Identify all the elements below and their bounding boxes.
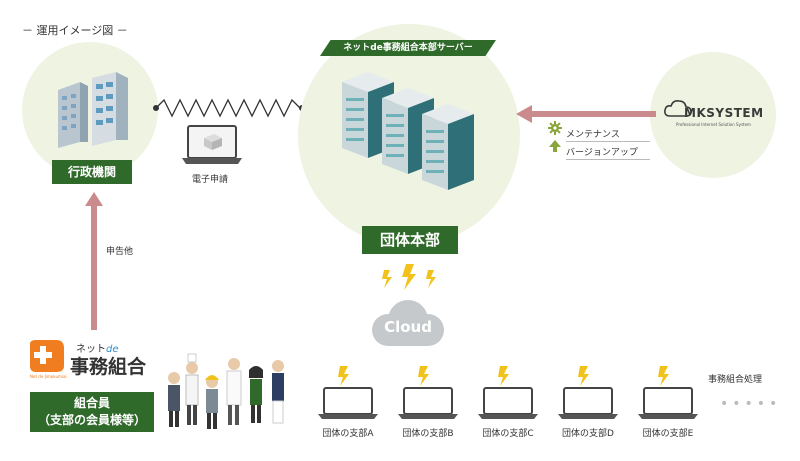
maintenance-arrow [516,105,656,123]
server-banner: ネットde事務組合本部サーバー [320,40,496,56]
arrow-up-icon [549,140,561,152]
branch-laptop-c [478,366,538,419]
hq-label: 団体本部 [362,226,458,254]
branch-label-a: 団体の支部A [322,429,374,439]
net-de-logo-icon [30,340,64,372]
members-line1: 組合員 [73,396,110,410]
people-illustration [168,353,284,429]
branch-laptop-e [638,366,698,419]
page-title: － 運用イメージ図 － [22,24,128,37]
gov-label: 行政機関 [52,160,132,184]
branch-label-b: 団体の支部B [402,429,454,439]
logo-sub: Net de Jimukumiai [30,374,67,379]
report-arrow [85,192,103,330]
branch-laptop-b [398,366,458,419]
gear-icon [548,121,562,135]
branch-label-c: 団体の支部C [482,429,534,439]
branch-label-e: 団体の支部E [642,429,694,439]
cloud-label: Cloud [384,318,432,336]
report-label: 申告他 [106,247,134,257]
branch-label-d: 団体の支部D [562,429,614,439]
logo-main: 事務組合 [70,356,147,378]
lightning-icon [382,264,436,290]
mksystem-name: MKSYSTEM [684,106,764,120]
branch-laptop-d [558,366,618,419]
mksystem-logo-icon [664,100,692,117]
efiling-label: 電子申請 [192,175,229,185]
efiling-laptop-icon [182,125,242,164]
more-branches-dots: ••••• [720,396,782,412]
mksystem-circle [650,52,776,178]
mksystem-tagline: Professional Internet Solution System [676,122,751,127]
logo-net: ネットde [76,344,119,355]
members-line2: （支部の会員様等） [37,413,146,427]
service-maintenance: メンテナンス [566,122,650,142]
processing-label: 事務組合処理 [708,375,763,385]
branch-laptop-a [318,366,378,419]
gov-building-icon [58,72,128,148]
members-box: 組合員 （支部の会員様等） [30,392,154,432]
network-connection-line [153,98,305,118]
service-version-up: バージョンアップ [566,140,650,160]
server-cluster-icon [342,72,474,190]
cloud-icon [372,300,444,346]
gov-circle [22,42,158,178]
